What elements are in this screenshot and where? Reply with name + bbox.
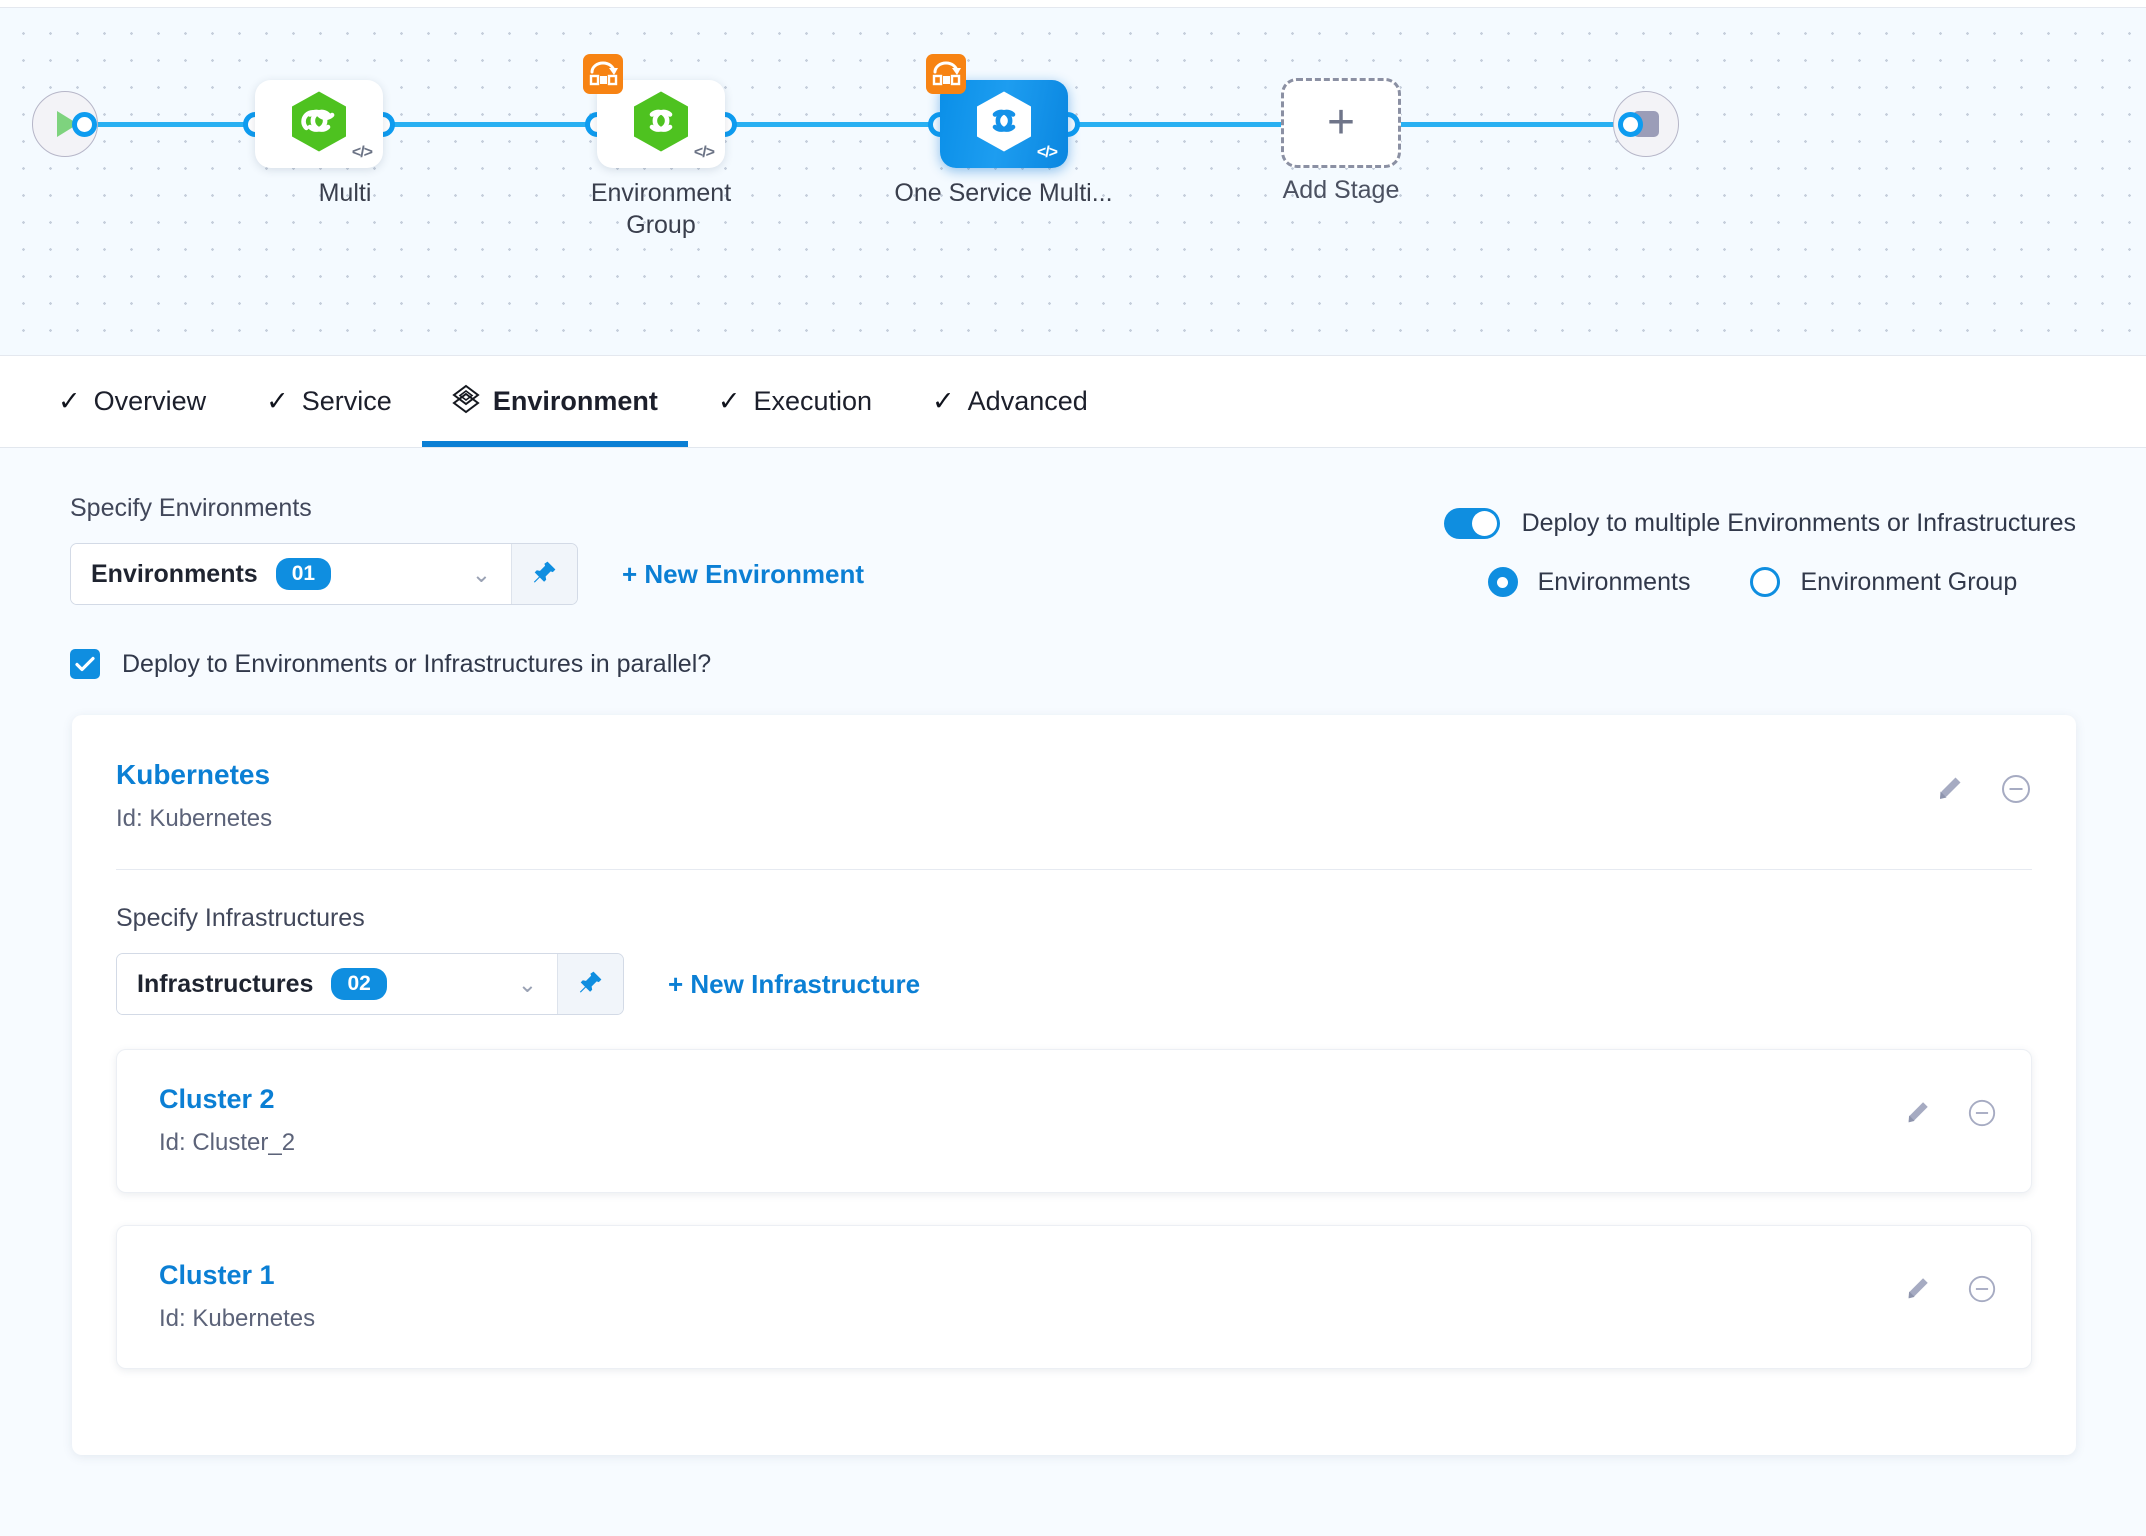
infrastructure-list: Cluster 2 Id: Cluster_2 [116, 1049, 2032, 1369]
pipeline-stage-label: Multi [240, 178, 450, 210]
environment-card-header: Kubernetes Id: Kubernetes [116, 759, 2032, 833]
pipeline-wire [1388, 122, 1626, 127]
environments-select-value: Environments [91, 560, 258, 589]
check-icon: ✓ [58, 386, 81, 417]
tab-overview[interactable]: ✓ Overview [28, 356, 236, 447]
environment-card-actions [1934, 759, 2032, 805]
pipeline-stage-one-service-multi[interactable]: </> [940, 80, 1068, 168]
specify-environments-group: Specify Environments Environments 01 ⌄ [70, 494, 864, 605]
check-icon [75, 656, 95, 672]
code-icon[interactable]: </> [694, 144, 714, 162]
minus-circle-icon[interactable] [2000, 773, 2032, 805]
check-icon: ✓ [266, 386, 289, 417]
specify-infrastructures-label: Specify Infrastructures [116, 904, 2032, 933]
pipeline-stage-label: Environment Group [556, 178, 766, 241]
infrastructures-select-display[interactable]: Infrastructures 02 ⌄ [117, 954, 557, 1014]
add-stage-label: Add Stage [1241, 176, 1441, 205]
specify-environments-label: Specify Environments [70, 494, 864, 523]
tab-service[interactable]: ✓ Service [236, 356, 422, 447]
check-icon: ✓ [718, 386, 741, 417]
parallel-checkbox-row[interactable]: Deploy to Environments or Infrastructure… [0, 605, 2146, 679]
infrastructure-name-link[interactable]: Cluster 2 [159, 1084, 295, 1115]
infrastructure-name-link[interactable]: Cluster 1 [159, 1260, 315, 1291]
infrastructure-item[interactable]: Cluster 1 Id: Kubernetes [116, 1225, 2032, 1369]
tab-label: Advanced [968, 386, 1088, 417]
specify-infrastructures-group: Specify Infrastructures Infrastructures … [116, 870, 2032, 1369]
pipeline-stage-multi[interactable]: </> [255, 80, 383, 168]
environment-detail-card: Kubernetes Id: Kubernetes [72, 715, 2076, 1455]
pin-icon [532, 559, 558, 590]
radio-environment-group[interactable] [1750, 567, 1780, 597]
toggle-knob [1472, 511, 1497, 536]
new-environment-button[interactable]: + New Environment [622, 559, 864, 590]
multi-deploy-toggle[interactable] [1444, 508, 1500, 539]
matrix-loop-icon [583, 54, 623, 94]
multi-deploy-group: Deploy to multiple Environments or Infra… [1444, 494, 2076, 605]
pencil-icon[interactable] [1934, 774, 1964, 804]
tab-label: Environment [493, 386, 658, 417]
tab-label: Execution [753, 386, 872, 417]
infrastructures-count-badge: 02 [331, 968, 386, 1000]
infrastructures-pin-button[interactable] [557, 954, 623, 1014]
chevron-down-icon: ⌄ [518, 971, 537, 998]
pipeline-canvas[interactable]: </> Multi </> Environment Group [0, 8, 2146, 356]
environments-select[interactable]: Environments 01 ⌄ [70, 543, 578, 605]
infrastructure-id: Id: Cluster_2 [159, 1129, 295, 1157]
pin-icon [578, 969, 604, 1000]
environments-pin-button[interactable] [511, 544, 577, 604]
tab-advanced[interactable]: ✓ Advanced [902, 356, 1118, 447]
tab-execution[interactable]: ✓ Execution [688, 356, 902, 447]
environment-name-link[interactable]: Kubernetes [116, 759, 272, 791]
code-icon[interactable]: </> [352, 144, 372, 162]
pencil-icon[interactable] [1903, 1099, 1931, 1127]
environment-id: Id: Kubernetes [116, 805, 272, 833]
stage-tabs[interactable]: ✓ Overview ✓ Service Environment ✓ Execu… [0, 356, 2146, 448]
check-icon: ✓ [932, 386, 955, 417]
window-top-strip [0, 0, 2146, 8]
pipeline-connector-dot[interactable] [1618, 112, 1643, 137]
chevron-down-icon: ⌄ [472, 561, 491, 588]
matrix-loop-icon [926, 54, 966, 94]
minus-circle-icon[interactable] [1967, 1098, 1997, 1128]
layers-icon [452, 384, 480, 419]
tab-label: Service [302, 386, 392, 417]
environment-controls-row: Specify Environments Environments 01 ⌄ [0, 448, 2146, 605]
add-stage-button[interactable]: + [1281, 78, 1401, 168]
parallel-checkbox[interactable] [70, 649, 100, 679]
environment-panel: Specify Environments Environments 01 ⌄ [0, 448, 2146, 1536]
infrastructure-item-actions [1903, 1260, 1997, 1304]
infrastructure-id: Id: Kubernetes [159, 1305, 315, 1333]
pipeline-stage-label: One Service Multi... [836, 178, 1171, 210]
pencil-icon[interactable] [1903, 1275, 1931, 1303]
infrastructures-select[interactable]: Infrastructures 02 ⌄ [116, 953, 624, 1015]
minus-circle-icon[interactable] [1967, 1274, 1997, 1304]
radio-environments-label: Environments [1538, 568, 1691, 597]
infrastructure-item[interactable]: Cluster 2 Id: Cluster_2 [116, 1049, 2032, 1193]
code-icon[interactable]: </> [1037, 144, 1057, 162]
radio-environments[interactable] [1488, 567, 1518, 597]
deploy-target-radio-group[interactable]: Environments Environment Group [1444, 567, 2076, 597]
pipeline-connector-dot[interactable] [72, 112, 97, 137]
parallel-checkbox-label: Deploy to Environments or Infrastructure… [122, 650, 711, 679]
tab-label: Overview [94, 386, 207, 417]
environments-count-badge: 01 [276, 558, 331, 590]
harness-hex-icon [633, 91, 689, 158]
harness-hex-icon [291, 91, 347, 158]
plus-icon: + [1327, 106, 1355, 140]
multi-deploy-toggle-row[interactable]: Deploy to multiple Environments or Infra… [1444, 508, 2076, 539]
harness-hex-icon [976, 91, 1032, 158]
radio-environment-group-label: Environment Group [1800, 568, 2017, 597]
infrastructure-item-actions [1903, 1084, 1997, 1128]
new-infrastructure-button[interactable]: + New Infrastructure [668, 969, 920, 1000]
infrastructures-select-value: Infrastructures [137, 970, 313, 999]
tab-environment[interactable]: Environment [422, 356, 688, 447]
pipeline-stage-environment-group[interactable]: </> [597, 80, 725, 168]
multi-deploy-toggle-label: Deploy to multiple Environments or Infra… [1522, 509, 2076, 538]
environments-select-display[interactable]: Environments 01 ⌄ [71, 544, 511, 604]
